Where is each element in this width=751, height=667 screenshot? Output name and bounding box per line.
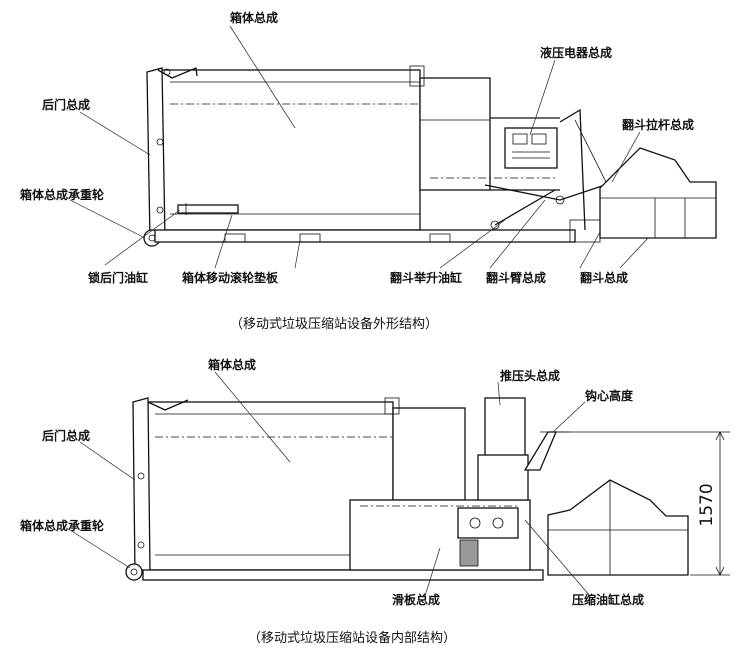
top-label-tipper-bucket: 翻斗总成	[580, 270, 628, 285]
top-caption: （移动式垃圾压缩站设备外形结构）	[230, 316, 438, 332]
bottom-tipper-bucket	[547, 479, 689, 576]
bottom-base-frame	[142, 569, 544, 581]
bottom-load-wheel	[125, 563, 143, 581]
top-label-roller-plate: 箱体移动滚轮垫板	[182, 270, 279, 285]
top-control-panel	[504, 127, 558, 169]
top-compressor-housing	[419, 77, 491, 191]
bottom-label-rear-door: 后门总成	[42, 428, 90, 443]
bottom-label-compress-cylinder: 压缩油缸总成	[572, 592, 644, 607]
top-rear-door	[146, 67, 166, 241]
bottom-label-load-wheel: 箱体总成承重轮	[20, 518, 105, 533]
top-tipper-arm	[484, 179, 621, 201]
bottom-label-push-head: 推压头总成	[500, 368, 560, 383]
top-diagram: 箱体总成 后门总成 箱体总成承重轮 锁后门油缸 箱体移动滚轮垫板 液压电器总成 …	[20, 10, 717, 332]
bottom-leader-lines	[69, 371, 591, 597]
top-label-load-wheel: 箱体总成承重轮	[20, 187, 105, 202]
bottom-hook-mast	[523, 431, 557, 471]
bottom-caption: （移动式垃圾压缩站设备内部结构）	[248, 630, 456, 646]
top-tipper-bucket	[599, 147, 717, 239]
top-label-rear-door: 后门总成	[42, 97, 90, 112]
top-label-tipper-arm: 翻斗臂总成	[486, 270, 546, 285]
bottom-compression-cylinder	[457, 507, 519, 539]
bottom-compressor-housing	[392, 407, 466, 501]
top-leader-lines	[69, 25, 649, 269]
dimension-1570: 1570	[555, 431, 730, 576]
bottom-label-slide-plate: 滑板总成	[392, 592, 440, 607]
top-label-box-assembly: 箱体总成	[230, 10, 278, 25]
top-tipper-rod	[559, 108, 586, 231]
top-label-tipper-rod: 翻斗拉杆总成	[622, 117, 694, 132]
top-label-hydraulic-electrical: 液压电器总成	[540, 45, 612, 60]
dimension-value: 1570	[697, 483, 717, 526]
top-lock-cylinder	[177, 204, 239, 214]
top-base-frame	[154, 229, 576, 243]
bottom-diagram: 1570 箱体总成 后门总成 箱体总成承重轮 推压头总成 钩心高度 滑板总成 压…	[20, 357, 730, 646]
top-lift-cylinder	[494, 189, 556, 226]
top-label-tipper-lift-cylinder: 翻斗举升油缸	[390, 270, 462, 285]
bottom-label-box-assembly: 箱体总成	[208, 357, 256, 372]
top-label-lock-cylinder: 锁后门油缸	[88, 270, 148, 285]
bottom-label-hook-height: 钩心高度	[585, 388, 634, 403]
top-box-body	[154, 69, 421, 231]
